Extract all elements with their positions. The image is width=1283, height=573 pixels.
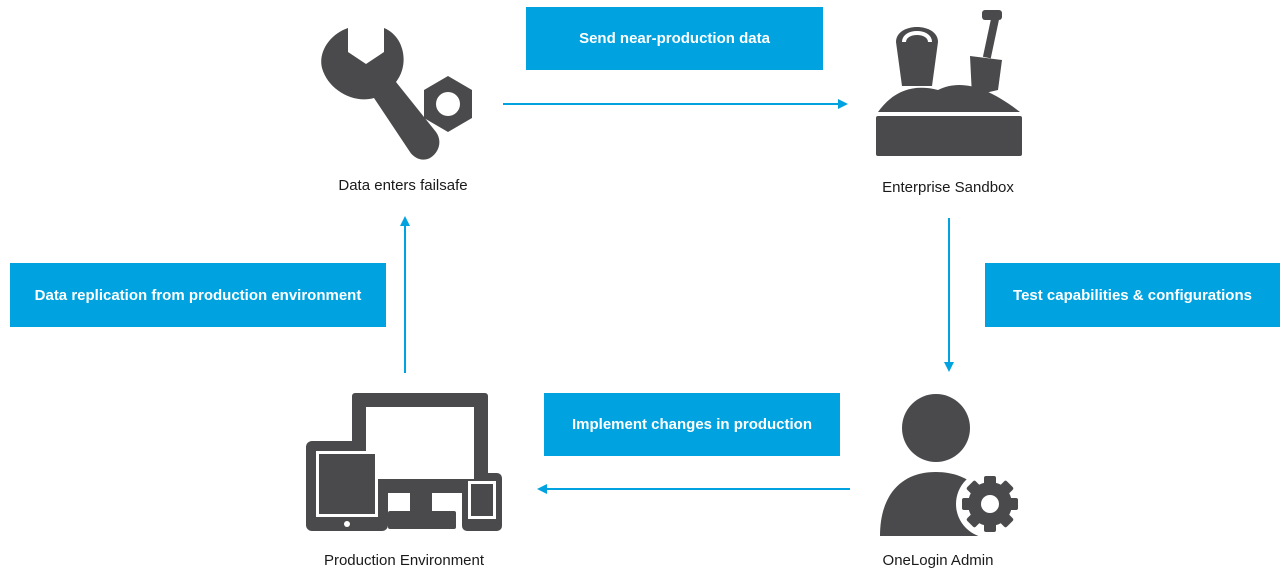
- step-implement-box: Implement changes in production: [544, 393, 840, 456]
- step-implement-label: Implement changes in production: [571, 416, 813, 433]
- step-replicate-label: Data replication from production environ…: [34, 286, 362, 304]
- step-send-label: Send near-production data: [579, 30, 770, 47]
- wrench-nut-icon: [321, 28, 472, 160]
- node-failsafe-label: Data enters failsafe: [338, 177, 468, 194]
- user-gear-icon: [880, 394, 1024, 538]
- step-test-box: Test capabilities & configurations: [985, 263, 1280, 327]
- node-sandbox-label: Enterprise Sandbox: [882, 179, 1014, 196]
- sandbox-bucket-shovel-icon: [876, 10, 1022, 156]
- step-replicate-box: Data replication from production environ…: [10, 263, 386, 327]
- step-send-box: Send near-production data: [526, 7, 823, 70]
- node-admin-label: OneLogin Admin: [882, 552, 994, 569]
- node-production-label: Production Environment: [323, 552, 485, 569]
- step-test-label: Test capabilities & configurations: [1013, 286, 1252, 304]
- devices-icon: [306, 393, 502, 531]
